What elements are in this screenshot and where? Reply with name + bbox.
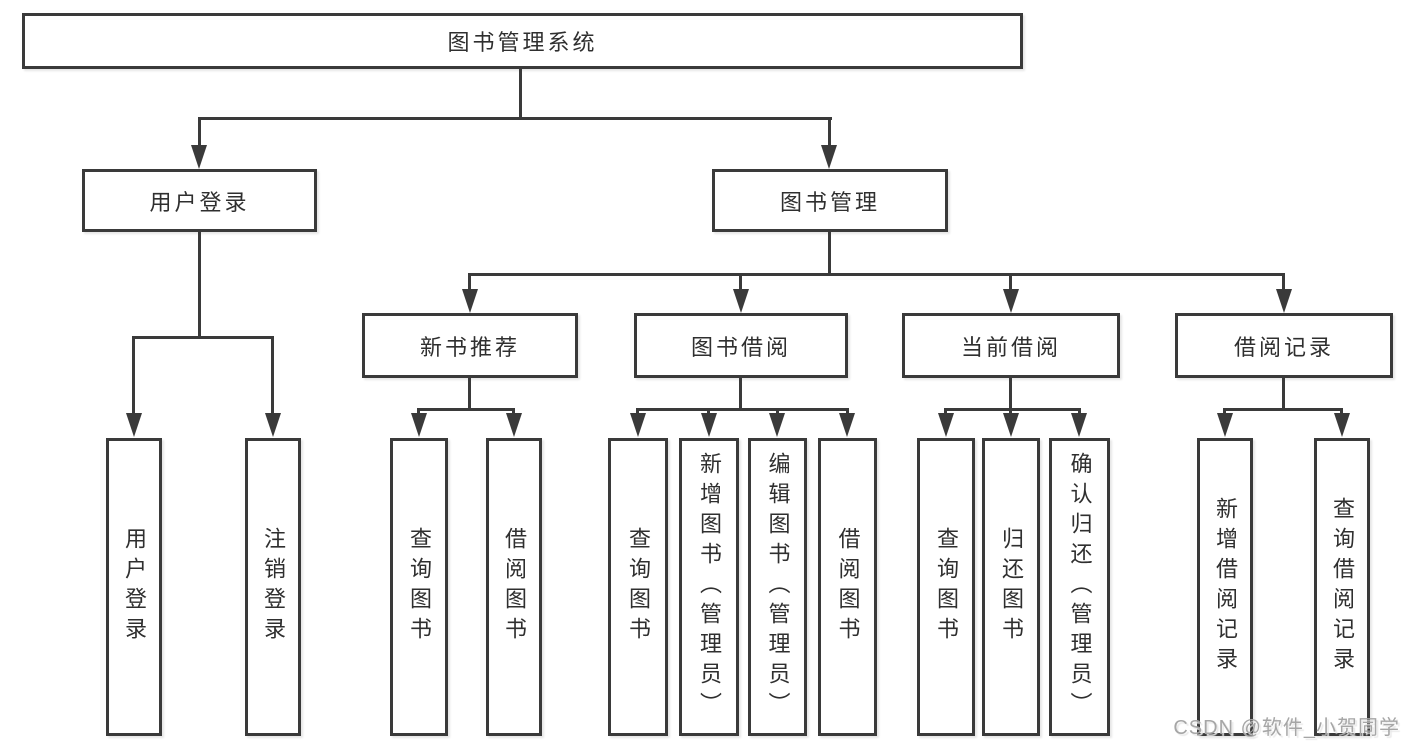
leaf-user-login: 用户登录 — [106, 438, 162, 736]
node-borrow-records: 借阅记录 — [1175, 313, 1393, 378]
leaf-logout-login-label: 注销登录 — [261, 527, 286, 647]
leaf-add-book-admin: 新增图书（管理员） — [679, 438, 739, 736]
arrow-down-icon — [769, 413, 785, 437]
edge-bookmgmt-drop — [1009, 273, 1012, 291]
edge-recommend-stub — [468, 378, 471, 408]
edge-bookmgmt-drop — [468, 273, 471, 291]
edge-records-drop — [1223, 408, 1226, 415]
leaf-query-books-current-label: 查询图书 — [934, 527, 959, 647]
leaf-add-borrow-record: 新增借阅记录 — [1197, 438, 1253, 736]
edge-root-bar — [198, 117, 832, 120]
node-root-label: 图书管理系统 — [447, 30, 598, 55]
arrow-down-icon — [265, 413, 281, 437]
edge-current-bar — [944, 408, 1081, 411]
node-book-management-label: 图书管理 — [779, 189, 880, 215]
leaf-edit-book-admin: 编辑图书（管理员） — [748, 438, 807, 736]
edge-borrowing-drop — [776, 408, 779, 415]
arrow-down-icon — [506, 413, 522, 437]
node-user-login-label: 用户登录 — [149, 189, 250, 215]
arrow-down-icon — [839, 413, 855, 437]
node-current-borrowing: 当前借阅 — [902, 313, 1120, 378]
leaf-return-books: 归还图书 — [982, 438, 1040, 736]
arrow-down-icon — [191, 145, 207, 169]
arrow-down-icon — [411, 413, 427, 437]
node-borrow-records-label: 借阅记录 — [1233, 334, 1334, 360]
leaf-return-books-label: 归还图书 — [999, 527, 1024, 647]
leaf-borrow-books-borrowing-label: 借阅图书 — [835, 527, 861, 647]
edge-borrowing-bar — [636, 408, 848, 411]
edge-records-stub — [1282, 378, 1285, 408]
edge-root-drop-left — [198, 117, 201, 146]
leaf-query-books-recommend-label: 查询图书 — [407, 527, 432, 647]
leaf-query-books-borrowing-label: 查询图书 — [626, 527, 651, 647]
edge-root-drop-right — [828, 117, 831, 146]
edge-userlogin-drop — [271, 336, 274, 414]
arrow-down-icon — [126, 413, 142, 437]
leaf-add-book-admin-label: 新增图书（管理员） — [697, 452, 722, 722]
arrow-down-icon — [821, 145, 837, 169]
arrow-down-icon — [1276, 289, 1292, 313]
edge-bookmgmt-drop — [1282, 273, 1285, 291]
edge-current-stub — [1009, 378, 1012, 408]
node-root-system: 图书管理系统 — [22, 13, 1023, 69]
leaf-add-borrow-record-label: 新增借阅记录 — [1213, 497, 1238, 677]
node-new-book-recommend: 新书推荐 — [362, 313, 578, 378]
node-current-borrowing-label: 当前借阅 — [960, 334, 1061, 360]
edge-userlogin-stub — [198, 232, 201, 336]
arrow-down-icon — [701, 413, 717, 437]
edge-borrowing-drop — [707, 408, 710, 415]
edge-recommend-bar — [417, 408, 515, 411]
leaf-borrow-books-recommend: 借阅图书 — [486, 438, 542, 736]
edge-current-drop — [944, 408, 947, 415]
node-new-book-recommend-label: 新书推荐 — [419, 334, 520, 360]
leaf-borrow-books-recommend-label: 借阅图书 — [502, 527, 527, 647]
node-book-management: 图书管理 — [712, 169, 948, 232]
node-book-borrowing: 图书借阅 — [634, 313, 848, 378]
edge-borrowing-stub — [739, 378, 742, 408]
leaf-borrow-books-borrowing: 借阅图书 — [818, 438, 877, 736]
leaf-edit-book-admin-label: 编辑图书（管理员） — [765, 452, 791, 722]
edge-current-drop — [1078, 408, 1081, 415]
edge-root-stub — [519, 69, 522, 117]
leaf-query-borrow-record-label: 查询借阅记录 — [1330, 497, 1355, 677]
csdn-watermark: CSDN @软件_小贺同学 — [1173, 717, 1400, 739]
leaf-user-login-label: 用户登录 — [122, 527, 147, 647]
edge-bookmgmt-bar — [468, 273, 1285, 276]
edge-borrowing-drop — [636, 408, 639, 415]
edge-bookmgmt-stub — [828, 232, 831, 273]
node-book-borrowing-label: 图书借阅 — [690, 334, 791, 360]
edge-bookmgmt-drop — [739, 273, 742, 291]
edge-current-drop — [1009, 408, 1012, 415]
leaf-confirm-return-admin: 确认归还（管理员） — [1049, 438, 1110, 736]
edge-userlogin-bar — [132, 336, 274, 339]
leaf-query-books-current: 查询图书 — [917, 438, 975, 736]
leaf-confirm-return-admin-label: 确认归还（管理员） — [1067, 452, 1093, 722]
edge-records-drop — [1340, 408, 1343, 415]
edge-borrowing-drop — [846, 408, 849, 415]
leaf-query-books-borrowing: 查询图书 — [608, 438, 668, 736]
arrow-down-icon — [1003, 413, 1019, 437]
leaf-query-books-recommend: 查询图书 — [390, 438, 448, 736]
edge-records-bar — [1223, 408, 1343, 411]
leaf-query-borrow-record: 查询借阅记录 — [1314, 438, 1370, 736]
arrow-down-icon — [1003, 289, 1019, 313]
arrow-down-icon — [733, 289, 749, 313]
edge-userlogin-drop — [132, 336, 135, 414]
arrow-down-icon — [1071, 413, 1087, 437]
arrow-down-icon — [462, 289, 478, 313]
arrow-down-icon — [630, 413, 646, 437]
arrow-down-icon — [1217, 413, 1233, 437]
arrow-down-icon — [938, 413, 954, 437]
edge-recommend-drop — [512, 408, 515, 415]
node-user-login: 用户登录 — [82, 169, 317, 232]
arrow-down-icon — [1334, 413, 1350, 437]
leaf-logout-login: 注销登录 — [245, 438, 301, 736]
edge-recommend-drop — [417, 408, 420, 415]
